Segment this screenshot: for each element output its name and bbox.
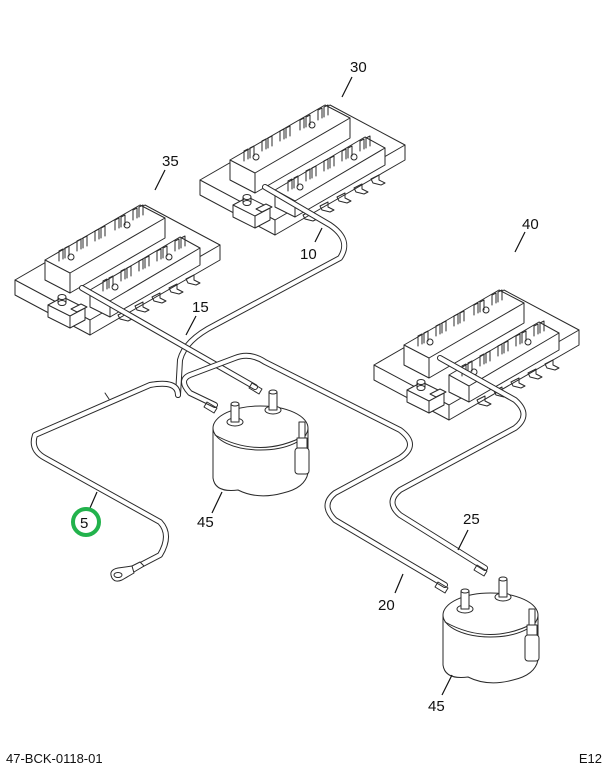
callout-10[interactable]: 10 [300,227,323,263]
svg-text:25: 25 [463,511,480,528]
svg-text:45: 45 [428,698,445,715]
svg-text:45: 45 [197,514,214,531]
callout-20[interactable]: 20 [378,573,404,614]
drawing-number: 47-BCK-0118-01 [6,751,103,766]
svg-text:20: 20 [378,597,395,614]
cable-5-ground [30,380,181,571]
highlight-circle [71,507,101,537]
svg-text:10: 10 [300,246,317,263]
svg-text:35: 35 [162,153,179,170]
callout-45-lower[interactable]: 45 [428,674,453,715]
svg-text:5: 5 [80,515,88,532]
solenoid-lower [442,576,540,684]
cable-10 [175,184,348,398]
callout-30[interactable]: 30 [341,59,367,98]
callout-45-upper[interactable]: 45 [197,491,223,531]
callout-35[interactable]: 35 [154,153,179,191]
callout-40[interactable]: 40 [514,216,539,253]
solenoid-upper [212,389,310,497]
ring-terminal [110,561,145,582]
svg-text:40: 40 [522,216,539,233]
cable-25 [389,355,527,571]
cable-15 [79,285,258,390]
fuse-block-35 [14,204,221,336]
callout-5[interactable]: 5 [71,491,101,537]
svg-text:30: 30 [350,59,367,76]
callout-15[interactable]: 15 [185,299,209,336]
fuse-block-40 [373,289,580,421]
fuse-block-30 [199,104,406,236]
cable-20 [181,352,448,588]
ferrules [203,382,488,594]
page-code: E12 [578,751,602,766]
svg-text:15: 15 [192,299,209,316]
callout-25[interactable]: 25 [457,511,480,551]
